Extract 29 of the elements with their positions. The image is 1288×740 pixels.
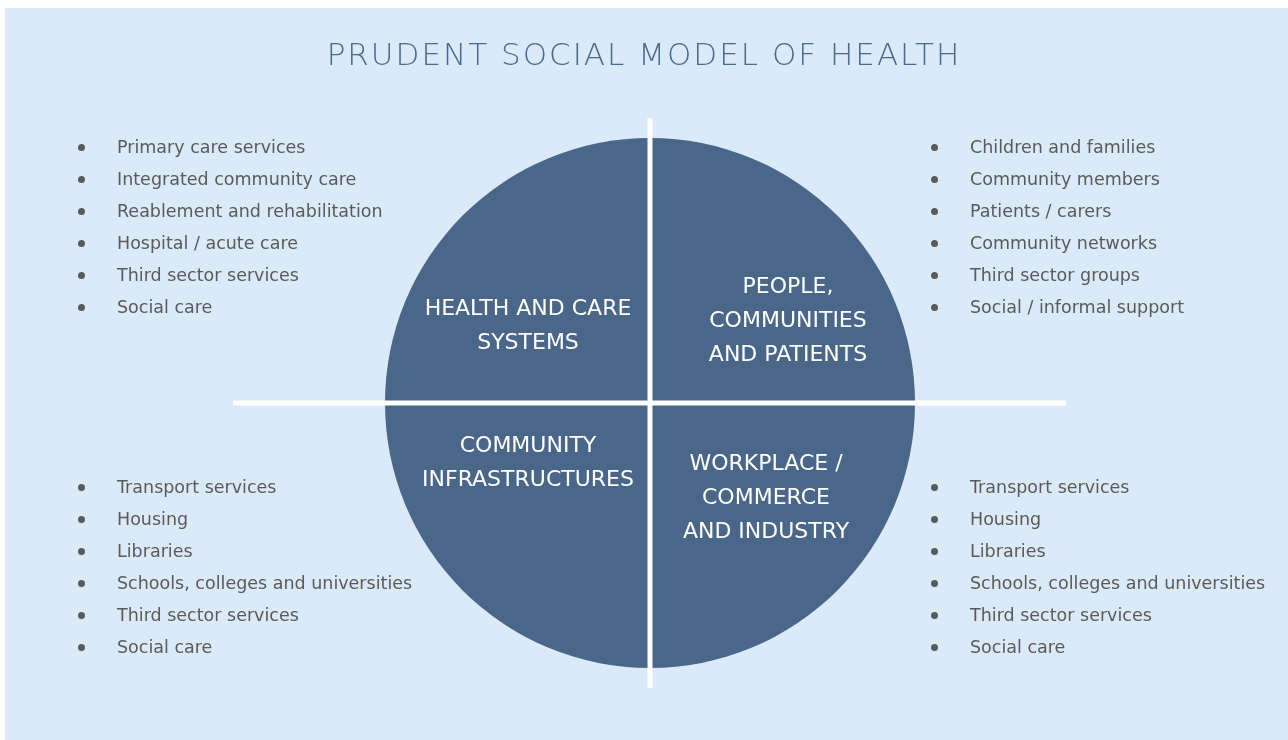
bullet-item: Third sector services: [931, 599, 1266, 631]
bullet-item: Third sector services: [78, 259, 383, 291]
bullet-item: Social care: [78, 631, 413, 663]
bullet-item: Libraries: [78, 535, 413, 567]
bullet-item: Community networks: [931, 227, 1184, 259]
bullet-item: Third sector groups: [931, 259, 1184, 291]
quadrant-label: HEALTH AND CARE SYSTEMS: [423, 294, 633, 356]
bullet-item: Housing: [78, 503, 413, 535]
diagram-title: PRUDENT SOCIAL MODEL OF HEALTH: [325, 36, 963, 72]
bullet-item: Reablement and rehabilitation: [78, 195, 383, 227]
bullet-item: Children and families: [931, 131, 1184, 163]
bullet-item: Transport services: [931, 471, 1266, 503]
bullet-item: Transport services: [78, 471, 413, 503]
bullet-item: Community members: [931, 163, 1184, 195]
bullet-item: Primary care services: [78, 131, 383, 163]
bullet-item: Housing: [931, 503, 1266, 535]
bullet-item: Integrated community care: [78, 163, 383, 195]
bullet-item: Libraries: [931, 535, 1266, 567]
bullet-item: Third sector services: [78, 599, 413, 631]
bullet-item: Social care: [931, 631, 1266, 663]
bullet-item: Hospital / acute care: [78, 227, 383, 259]
bullet-item: Schools, colleges and universities: [931, 567, 1266, 599]
quadrant-label: WORKPLACE / COMMERCE AND INDUSTRY: [681, 449, 851, 545]
bullet-item: Patients / carers: [931, 195, 1184, 227]
quadrant-label: PEOPLE, COMMUNITIES AND PATIENTS: [707, 272, 869, 368]
quadrant-label: COMMUNITY INFRASTRUCTURES: [421, 431, 635, 493]
bullet-item: Schools, colleges and universities: [78, 567, 413, 599]
bullet-item: Social care: [78, 291, 383, 323]
bullet-item: Social / informal support: [931, 291, 1184, 323]
